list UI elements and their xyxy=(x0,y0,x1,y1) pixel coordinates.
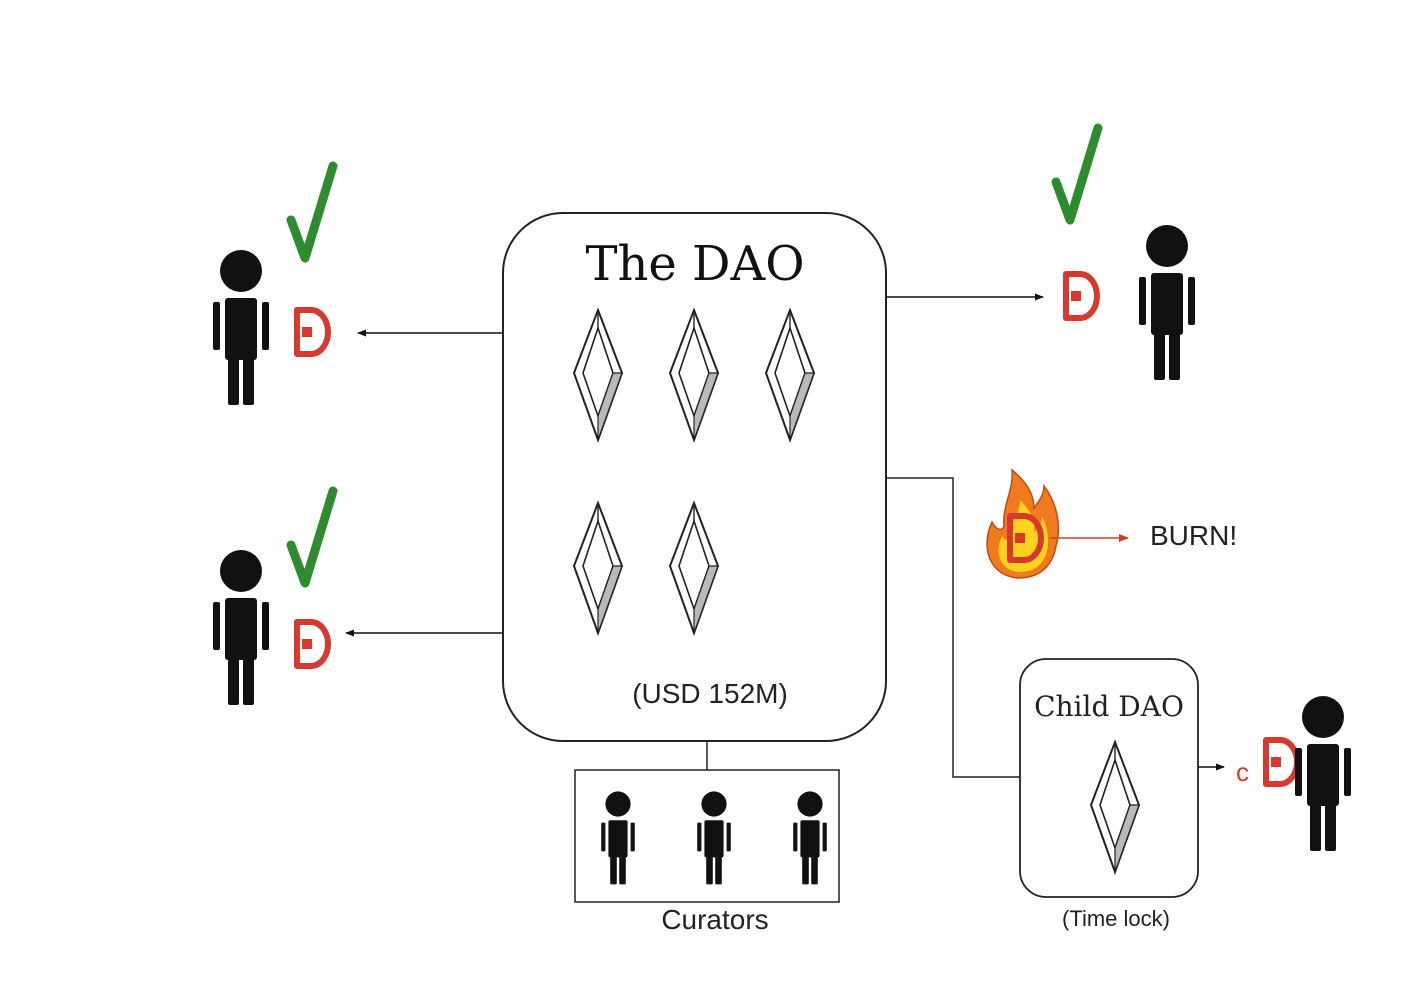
curators-label: Curators xyxy=(661,904,769,935)
person-icon xyxy=(213,250,269,405)
time-lock-label: (Time lock) xyxy=(1062,906,1170,931)
child-token-prefix: c xyxy=(1236,757,1249,787)
child-token-icon xyxy=(1266,740,1297,784)
check-icon xyxy=(291,166,333,258)
person-icon xyxy=(1139,225,1195,380)
child-dao-title: Child DAO xyxy=(1034,690,1184,723)
dao-box xyxy=(502,212,887,742)
check-icon xyxy=(1056,128,1098,220)
person-icon xyxy=(1295,696,1351,851)
dao-token-icon xyxy=(1066,274,1097,318)
dao-token-icon xyxy=(297,622,328,666)
dao-token-icon xyxy=(297,310,328,354)
burn-label: BURN! xyxy=(1150,520,1238,551)
check-icon xyxy=(291,491,333,583)
dao-title: The DAO xyxy=(585,236,805,292)
person-icon xyxy=(213,550,269,705)
split-connector xyxy=(886,477,1020,778)
dao-funds-label: (USD 152M) xyxy=(632,678,788,709)
